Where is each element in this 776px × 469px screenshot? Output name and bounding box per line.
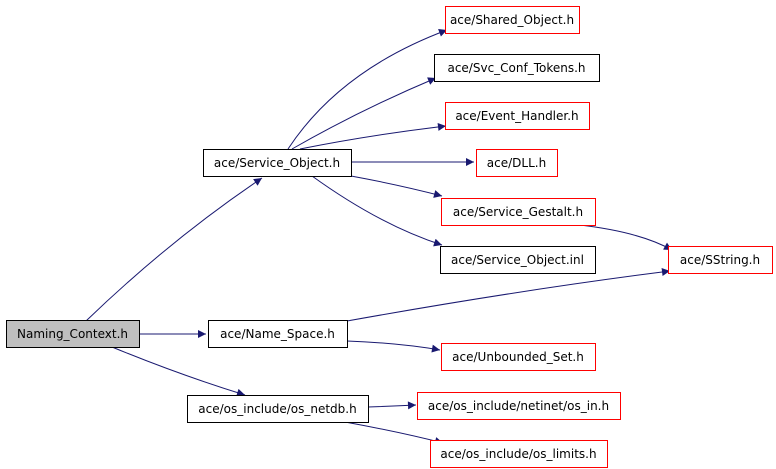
edge-service-object-to-service-object-inl [311,175,443,247]
node-naming-context[interactable]: Naming_Context.h [6,320,140,348]
node-box [441,343,596,371]
edge-naming-context-to-service-object [85,177,263,322]
node-label: ace/Name_Space.h [220,327,335,341]
node-box [441,198,596,226]
node-label: ace/Svc_Conf_Tokens.h [447,61,585,75]
node-label: ace/SString.h [680,253,760,267]
node-service-object[interactable]: ace/Service_Object.h [203,149,352,177]
node-netinet-os-in[interactable]: ace/os_include/netinet/os_in.h [417,392,621,420]
node-os-netdb[interactable]: ace/os_include/os_netdb.h [187,395,369,423]
node-svc-conf-tokens[interactable]: ace/Svc_Conf_Tokens.h [434,54,600,82]
edge-naming-context-to-os-netdb [111,346,246,397]
node-label: ace/Event_Handler.h [455,109,578,123]
node-box [445,6,580,34]
edge-service-gestalt-to-sstring [579,224,673,251]
edge-os-netdb-to-netinet-os-in [367,401,417,410]
dependency-edges [85,29,673,445]
node-box [430,440,608,468]
node-label: ace/Shared_Object.h [450,13,574,27]
edge-service-object-to-event-handler [299,122,447,150]
node-label: ace/Service_Object.inl [451,253,584,267]
node-label: Naming_Context.h [17,327,128,341]
edge-name-space-to-unbounded-set [346,340,441,353]
node-label: ace/DLL.h [487,156,546,170]
node-label: ace/Unbounded_Set.h [452,350,584,364]
node-box [434,54,600,82]
node-event-handler[interactable]: ace/Event_Handler.h [445,102,590,130]
node-label: ace/Service_Object.h [214,156,340,170]
node-box [445,102,590,130]
node-sstring[interactable]: ace/SString.h [668,246,773,274]
node-box [203,149,352,177]
edge-service-object-to-service-gestalt [350,175,443,198]
edge-name-space-to-sstring [346,268,671,322]
node-box [668,246,773,274]
node-unbounded-set[interactable]: ace/Unbounded_Set.h [441,343,596,371]
node-os-limits[interactable]: ace/os_include/os_limits.h [430,440,608,468]
node-label: ace/Service_Gestalt.h [453,205,583,219]
node-box [417,392,621,420]
edge-os-netdb-to-os-limits [344,421,444,445]
node-shared-object[interactable]: ace/Shared_Object.h [445,6,580,34]
node-box [476,149,558,177]
node-dll[interactable]: ace/DLL.h [476,149,558,177]
node-box [6,320,140,348]
node-label: ace/os_include/netinet/os_in.h [428,399,609,413]
node-service-gestalt[interactable]: ace/Service_Gestalt.h [441,198,596,226]
node-name-space[interactable]: ace/Name_Space.h [208,320,348,348]
edge-service-object-to-svc-conf-tokens [291,77,437,150]
node-box [440,246,596,274]
node-box [208,320,348,348]
file-nodes: Naming_Context.h ace/Service_Object.h ace/… [6,6,773,468]
node-label: ace/os_include/os_netdb.h [198,402,356,416]
edge-service-object-to-shared-object [287,29,448,150]
node-label: ace/os_include/os_limits.h [440,447,596,461]
node-service-object-inl[interactable]: ace/Service_Object.inl [440,246,596,274]
node-box [187,395,369,423]
